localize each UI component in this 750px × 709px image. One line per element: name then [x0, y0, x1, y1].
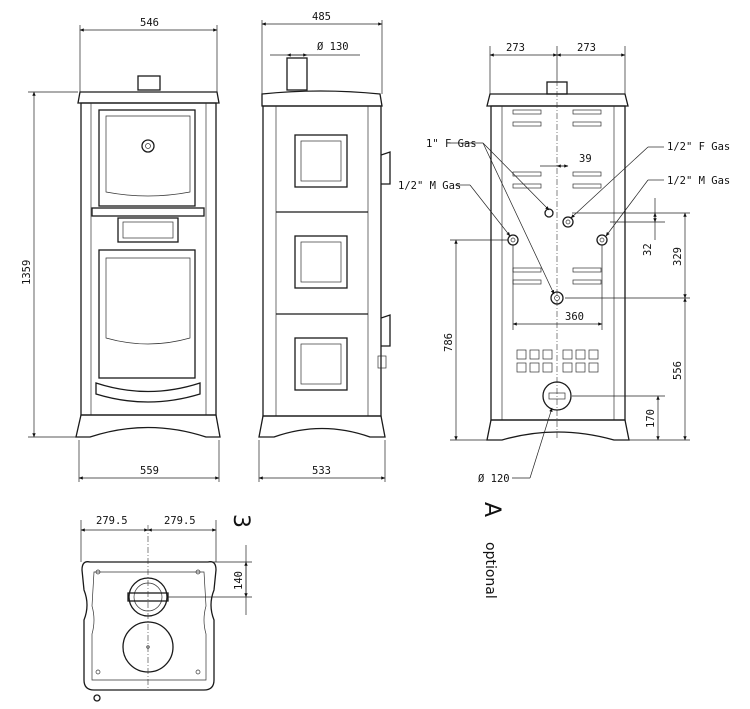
side-view: 485 Ø 130 533	[258, 11, 391, 482]
gas-connector-half-f	[562, 216, 574, 228]
top-view: 279.5 279.5 140 3	[80, 514, 253, 702]
dim-front-height: 1359	[21, 260, 33, 285]
front-top-cap	[77, 91, 220, 104]
dim-side-base-depth: 533	[312, 465, 331, 477]
top-outline	[81, 561, 217, 691]
view-marker: 3	[228, 514, 253, 528]
dim-outlet-diameter: Ø 120	[478, 473, 510, 485]
top-knob-icon	[93, 694, 101, 702]
dim-front-top-width: 546	[140, 17, 159, 29]
dim-rear-556: 556	[672, 361, 684, 380]
oven-knob-icon	[141, 139, 155, 153]
front-base	[75, 414, 221, 438]
label-gas-half-f: 1/2" F Gas	[667, 141, 730, 153]
optional-note: A optional	[479, 502, 504, 599]
dim-flue-diameter: Ø 130	[317, 41, 349, 53]
side-base	[258, 415, 386, 438]
dim-top-half-left: 279.5	[96, 515, 128, 527]
dim-rear-32: 32	[642, 243, 654, 256]
side-handle-upper	[380, 151, 391, 185]
dim-rear-360: 360	[565, 311, 584, 323]
label-gas-half-m-left: 1/2" M Gas	[398, 180, 461, 192]
label-gas-half-m-right: 1/2" M Gas	[667, 175, 730, 187]
dim-side-depth: 485	[312, 11, 331, 23]
front-flue	[137, 75, 161, 91]
front-body	[80, 102, 217, 416]
side-flue	[286, 57, 308, 91]
dim-rear-39: 39	[579, 153, 592, 165]
dim-rear-786: 786	[443, 333, 455, 352]
dim-rear-half-right: 273	[577, 42, 596, 54]
side-tile-middle	[294, 235, 348, 289]
rear-base	[486, 419, 630, 441]
side-body	[262, 105, 382, 417]
dim-front-base-width: 559	[140, 465, 159, 477]
fire-door	[98, 249, 196, 379]
gas-connector-1f	[544, 208, 554, 218]
side-tile-bottom	[294, 337, 348, 391]
dim-top-half-right: 279.5	[164, 515, 196, 527]
gas-connector-half-m-left	[507, 234, 519, 246]
front-view: 546 1359 559	[21, 17, 221, 482]
label-gas-1f: 1" F Gas	[426, 138, 477, 150]
side-tile-top	[294, 134, 348, 188]
rear-view: 273 273 39 32 329 360 786 556 170	[398, 42, 730, 485]
gas-connector-half-m-right	[596, 234, 608, 246]
dim-rear-329: 329	[672, 247, 684, 266]
dim-top-140: 140	[233, 571, 245, 590]
rear-terminal-grid	[516, 349, 599, 373]
dim-rear-170: 170	[645, 409, 657, 428]
side-handle-lower	[380, 314, 391, 347]
note-letter: A	[479, 502, 504, 517]
ash-drawer	[117, 217, 179, 243]
rear-body	[490, 105, 626, 421]
oven-door	[98, 109, 196, 207]
gas-connector-main	[550, 291, 564, 305]
dim-rear-half-left: 273	[506, 42, 525, 54]
note-text: optional	[482, 542, 498, 599]
rear-outlet	[542, 381, 572, 411]
